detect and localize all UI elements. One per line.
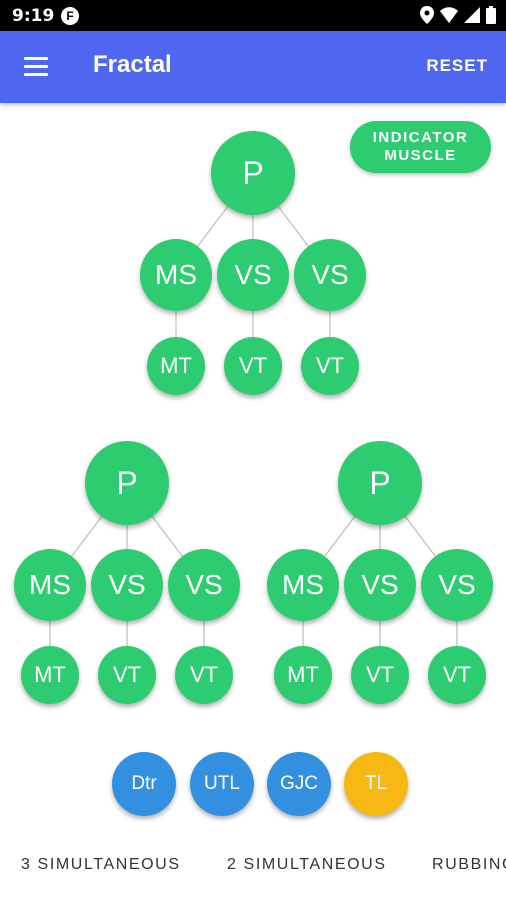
hamburger-menu-icon[interactable]: [24, 57, 48, 77]
status-bar: 9:19 F: [0, 0, 506, 31]
top-tree-root-node[interactable]: P: [211, 131, 295, 215]
app-bar: Fractal RESET: [0, 31, 506, 103]
top-tree-mid-node-2[interactable]: VS: [217, 239, 289, 311]
right-tree-root-node[interactable]: P: [338, 441, 422, 525]
left-tree-leaf-node-3[interactable]: VT: [175, 646, 233, 704]
app-title: Fractal: [93, 51, 172, 78]
right-tree-leaf-node-2[interactable]: VT: [351, 646, 409, 704]
left-tree-leaf-node-2[interactable]: VT: [98, 646, 156, 704]
top-tree-leaf-node-3[interactable]: VT: [301, 337, 359, 395]
tab-2-simultaneous[interactable]: 2 SIMULTANEOUS: [227, 856, 387, 873]
indicator-label-line1: INDICATOR: [372, 129, 469, 146]
left-tree-mid-node-3[interactable]: VS: [168, 549, 240, 621]
right-tree-mid-node-3[interactable]: VS: [421, 549, 493, 621]
left-tree-root-node[interactable]: P: [85, 441, 169, 525]
right-tree-leaf-node-1[interactable]: MT: [274, 646, 332, 704]
tab-rubbing[interactable]: RUBBING: [432, 856, 506, 873]
chip-gjc[interactable]: GJC: [267, 752, 331, 816]
tab-3-simultaneous[interactable]: 3 SIMULTANEOUS: [21, 856, 181, 873]
top-tree-leaf-node-1[interactable]: MT: [147, 337, 205, 395]
right-tree-leaf-node-3[interactable]: VT: [428, 646, 486, 704]
reset-button[interactable]: RESET: [426, 56, 488, 75]
top-tree-mid-node-1[interactable]: MS: [140, 239, 212, 311]
app-notification-icon: F: [61, 7, 79, 25]
status-icons: [420, 6, 496, 24]
status-time: 9:19: [12, 6, 55, 26]
top-tree-mid-node-3[interactable]: VS: [294, 239, 366, 311]
location-icon: [420, 6, 434, 24]
chip-tl[interactable]: TL: [344, 752, 408, 816]
chip-dtr[interactable]: Dtr: [112, 752, 176, 816]
bottom-tab-strip: 3 SIMULTANEOUS 2 SIMULTANEOUS RUBBING: [0, 852, 506, 882]
indicator-muscle-button[interactable]: INDICATOR MUSCLE: [350, 121, 491, 173]
right-tree-mid-node-2[interactable]: VS: [344, 549, 416, 621]
top-tree-leaf-node-2[interactable]: VT: [224, 337, 282, 395]
chip-utl[interactable]: UTL: [190, 752, 254, 816]
left-tree-leaf-node-1[interactable]: MT: [21, 646, 79, 704]
signal-icon: [464, 7, 480, 23]
wifi-icon: [440, 7, 458, 23]
left-tree-mid-node-2[interactable]: VS: [91, 549, 163, 621]
indicator-label-line2: MUSCLE: [384, 147, 457, 164]
right-tree-mid-node-1[interactable]: MS: [267, 549, 339, 621]
left-tree-mid-node-1[interactable]: MS: [14, 549, 86, 621]
battery-icon: [486, 6, 496, 24]
